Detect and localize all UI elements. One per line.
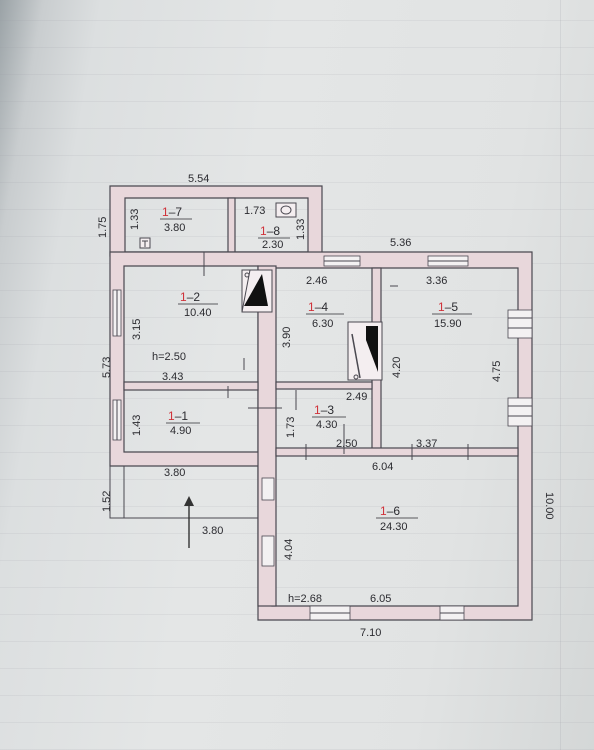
svg-text:4.30: 4.30	[316, 419, 337, 431]
dim-top-main: 5.36	[390, 237, 411, 249]
window-room5-right-a	[507, 309, 533, 339]
windows	[112, 255, 533, 621]
dim-top-annex: 5.54	[188, 173, 209, 185]
room-label-1-5: 1–5 15.90	[432, 300, 472, 330]
dim-wc-width: 1.73	[244, 205, 265, 217]
dim-room6-top: 6.04	[372, 461, 393, 473]
dim-room4-width: 2.46	[306, 275, 327, 287]
dim-room2-width: 3.43	[162, 371, 183, 383]
radiator-icon	[139, 237, 151, 249]
svg-text:10.40: 10.40	[184, 307, 212, 319]
svg-text:1–6: 1–6	[380, 504, 400, 518]
dim-room1-height: 1.43	[131, 415, 143, 436]
svg-text:2.30: 2.30	[262, 239, 283, 251]
stove-right-icon	[347, 321, 383, 381]
room-label-1-6: 1–6 24.30	[376, 504, 418, 533]
dim-wc-height: 1.33	[295, 219, 307, 240]
dim-room6-height: 4.04	[283, 539, 295, 560]
dim-room2-height: 3.15	[131, 319, 143, 340]
dim-porch-top: 3.80	[164, 467, 185, 479]
window-room5-right-b	[507, 397, 533, 427]
room-label-1-1: 1–1 4.90	[166, 409, 200, 437]
dim-room6-bottom: 6.05	[370, 593, 391, 605]
svg-text:24.30: 24.30	[380, 521, 408, 533]
toilet-icon	[275, 202, 297, 218]
svg-text:1–3: 1–3	[314, 403, 334, 417]
room-label-1-2: 1–2 10.40	[178, 290, 218, 319]
dim-room4-right-height: 4.20	[391, 357, 403, 378]
wall-4-3	[275, 381, 373, 390]
svg-text:4.90: 4.90	[170, 425, 191, 437]
dim-left-total: 5.73	[101, 357, 113, 378]
room-label-1-7: 1–7 3.80	[160, 205, 192, 234]
entrance-arrow-icon	[184, 496, 194, 548]
svg-text:3.80: 3.80	[164, 222, 185, 234]
dim-room3-height: 1.73	[285, 417, 297, 438]
wall-6-top	[275, 447, 519, 457]
wc-partition	[227, 197, 236, 253]
dim-outer-right: 10.00	[543, 492, 555, 520]
ceiling-height-room2: h=2.50	[152, 351, 186, 363]
dim-porch-height: 1.52	[101, 491, 113, 512]
ceiling-height-room6: h=2.68	[288, 593, 322, 605]
dim-room5-width: 3.36	[426, 275, 447, 287]
door-marks	[200, 252, 469, 460]
svg-text:1–5: 1–5	[438, 300, 458, 314]
svg-text:1–8: 1–8	[260, 224, 280, 238]
svg-text:1–7: 1–7	[162, 205, 182, 219]
room-label-1-8: 1–8 2.30	[258, 224, 290, 251]
svg-text:6.30: 6.30	[312, 318, 333, 330]
porch-outline	[109, 466, 258, 519]
svg-text:1–4: 1–4	[308, 300, 328, 314]
dim-annex-height: 1.75	[97, 217, 109, 238]
dim-room5-bottom: 3.37	[416, 438, 437, 450]
dim-porch-bottom: 3.80	[202, 525, 223, 537]
svg-text:1–2: 1–2	[180, 290, 200, 304]
wall-2-1	[123, 381, 259, 391]
paper-margin-line	[560, 0, 561, 750]
svg-text:1–1: 1–1	[168, 409, 188, 423]
window-room6-left-a	[261, 477, 275, 501]
svg-text:15.90: 15.90	[434, 318, 462, 330]
dim-room3-bottom: 2.50	[336, 438, 357, 450]
dim-room5-height: 4.75	[491, 361, 503, 382]
dim-room3-top: 2.49	[346, 391, 367, 403]
room-label-1-4: 1–4 6.30	[306, 300, 344, 330]
stove-left-icon	[241, 269, 273, 313]
dim-room4-height: 3.90	[281, 327, 293, 348]
dim-outer-bottom: 7.10	[360, 627, 381, 639]
room-label-1-3: 1–3 4.30	[312, 403, 346, 431]
window-room6-left-b	[261, 535, 275, 567]
dim-annex-inner-height: 1.33	[129, 209, 141, 230]
central-wall	[257, 265, 277, 607]
